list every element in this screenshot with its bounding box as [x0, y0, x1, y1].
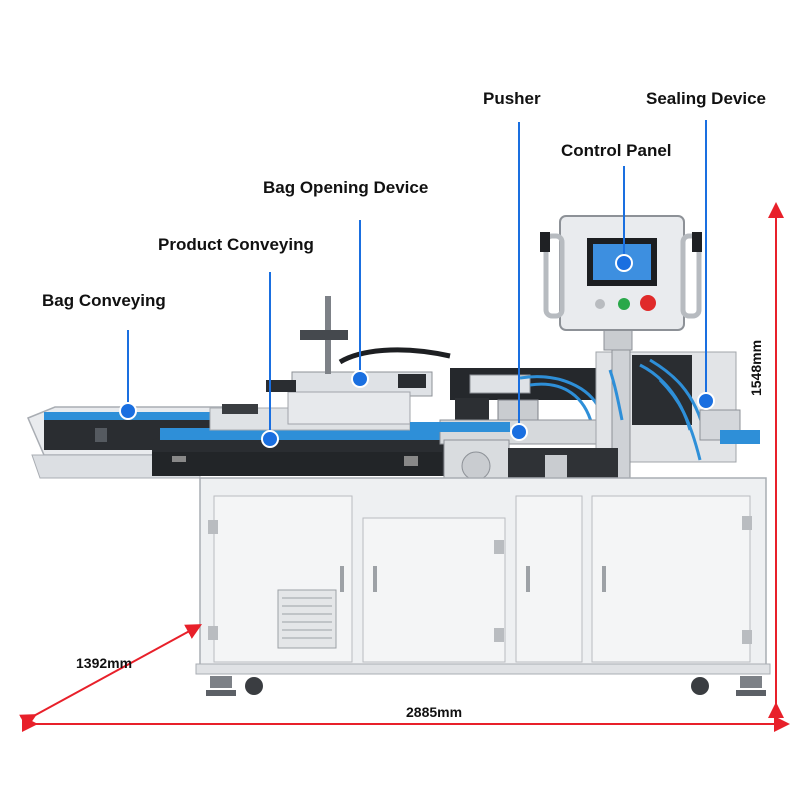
- bag-opening-device: [266, 296, 451, 425]
- machine-illustration: [27, 215, 771, 696]
- bag-conveying-label: Bag Conveying: [42, 291, 166, 310]
- sealing-device: [508, 334, 760, 494]
- control-panel: [540, 215, 702, 351]
- dimension-lines: [19, 202, 790, 732]
- pusher-marker: [510, 423, 528, 441]
- depth-dimension-label: 1392mm: [76, 655, 133, 671]
- sealing-device-label: Sealing Device: [646, 89, 767, 108]
- bag-conveying-marker: [119, 402, 137, 420]
- callout-markers: [119, 120, 715, 448]
- control-panel-marker: [615, 254, 633, 272]
- emergency-stop-icon: [640, 295, 656, 311]
- main-cabinet: [195, 477, 771, 675]
- control-panel-label: Control Panel: [561, 141, 672, 160]
- sealing-device-marker: [697, 392, 715, 410]
- bag-opening-marker: [351, 370, 369, 388]
- height-dimension-label: 1548mm: [748, 339, 765, 397]
- machine-feet: [206, 676, 766, 696]
- product-conveying-marker: [261, 430, 279, 448]
- bag-opening-device-label: Bag Opening Device: [263, 178, 429, 197]
- pusher-label: Pusher: [483, 89, 541, 108]
- product-conveying-label: Product Conveying: [158, 235, 314, 254]
- width-dimension-label: 2885mm: [406, 704, 463, 720]
